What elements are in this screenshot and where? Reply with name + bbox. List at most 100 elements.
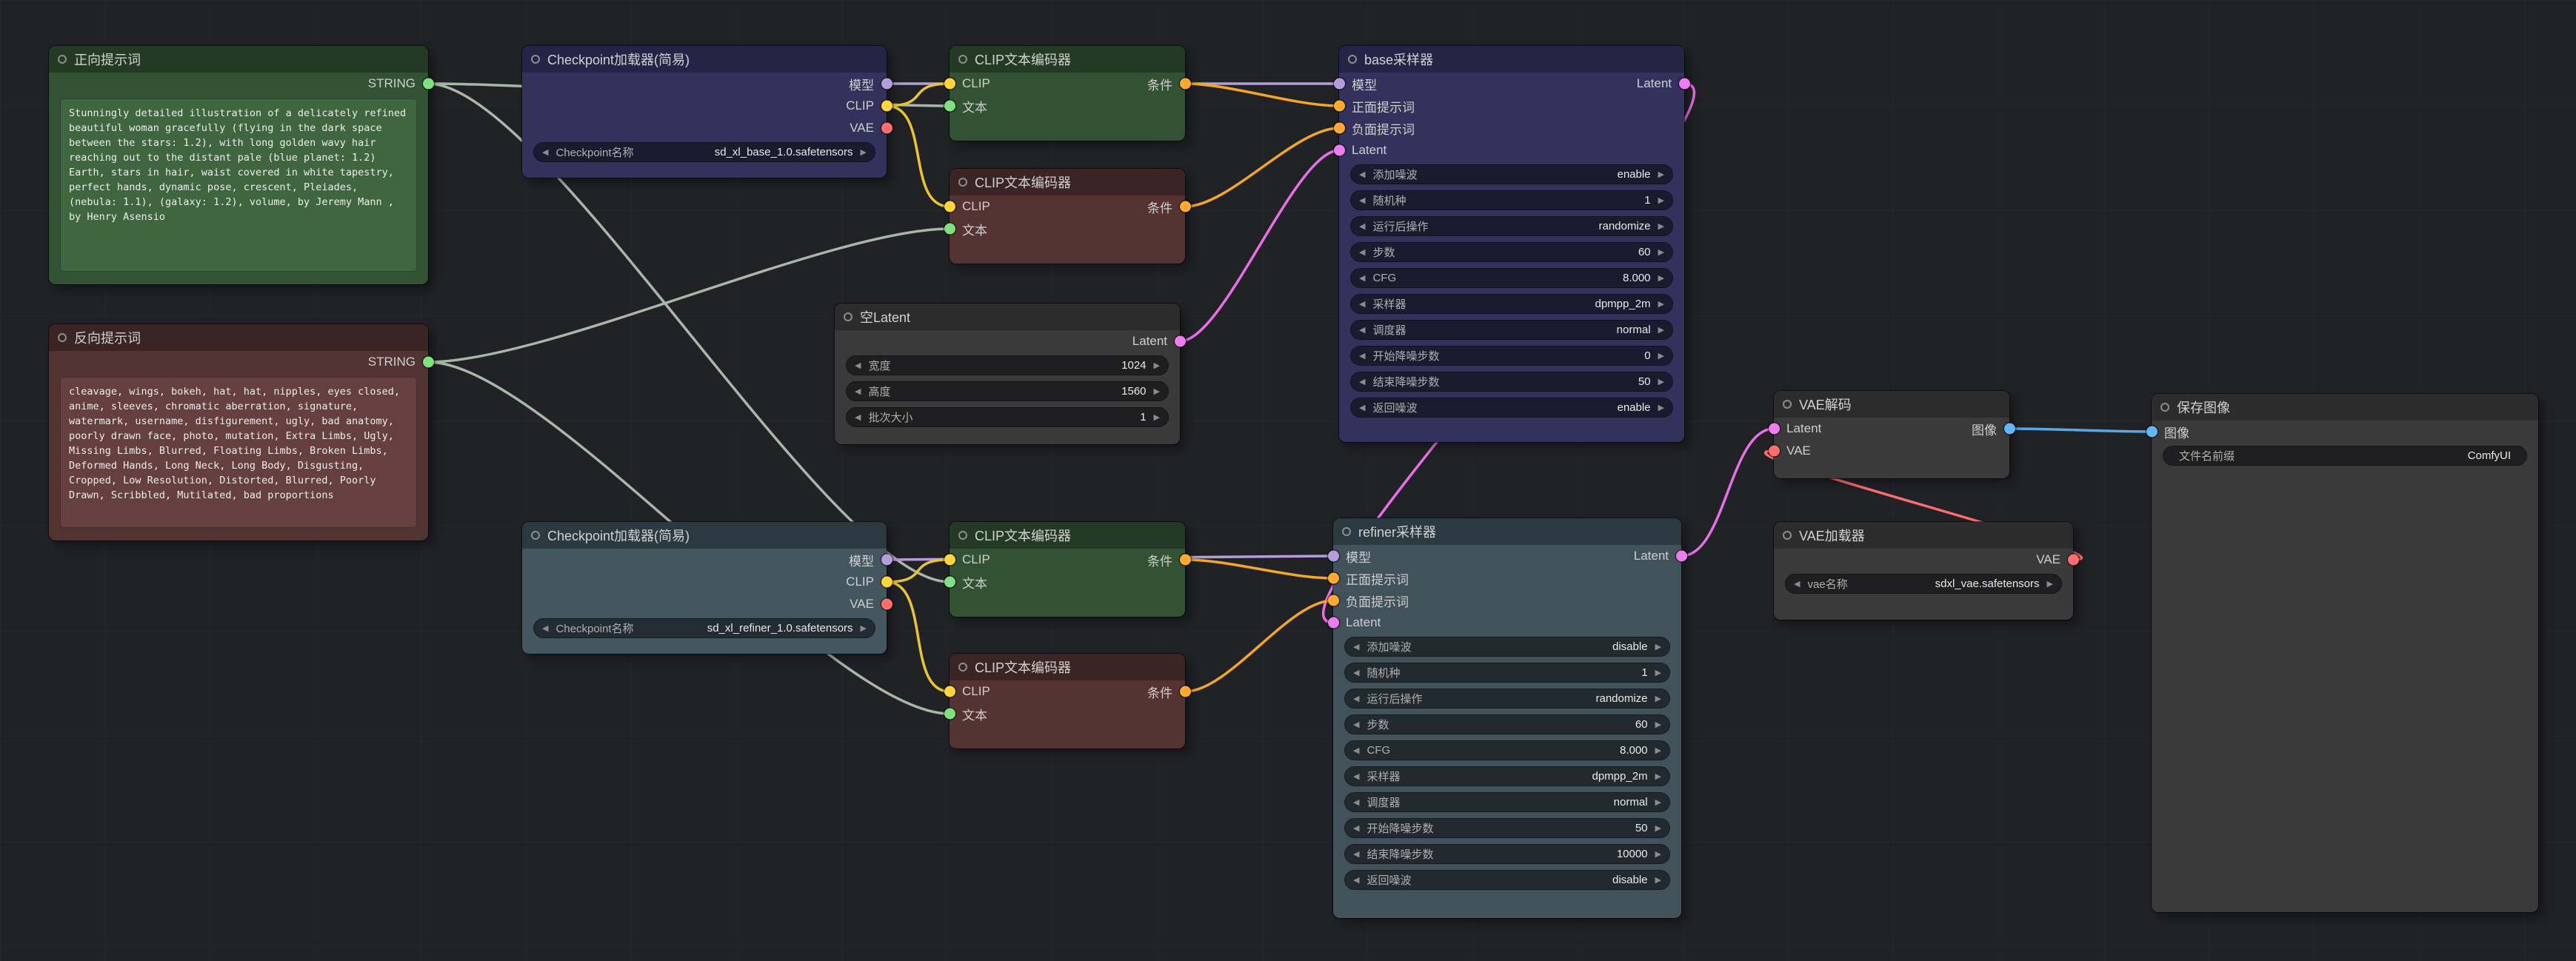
arrow-right-icon[interactable]: ▶	[1655, 876, 1661, 885]
arrow-right-icon[interactable]: ▶	[1658, 352, 1664, 361]
arrow-right-icon[interactable]: ▶	[1655, 746, 1661, 755]
output-port-vae[interactable]	[2067, 554, 2079, 566]
collapse-icon[interactable]	[1783, 400, 1792, 409]
collapse-icon[interactable]	[958, 531, 967, 540]
arrow-left-icon[interactable]: ◀	[1359, 170, 1366, 179]
arrow-right-icon[interactable]: ▶	[1658, 274, 1664, 283]
arrow-right-icon[interactable]: ▶	[1655, 643, 1661, 652]
input-port-clip[interactable]	[944, 78, 955, 90]
output-port-string[interactable]	[422, 78, 434, 90]
collapse-icon[interactable]	[1783, 531, 1792, 540]
output-port-string[interactable]	[422, 356, 434, 368]
output-port-cond[interactable]	[1179, 78, 1191, 90]
input-port-clip[interactable]	[944, 554, 955, 566]
arrow-left-icon[interactable]: ◀	[1359, 196, 1366, 205]
arrow-left-icon[interactable]: ◀	[1359, 248, 1366, 257]
node-header[interactable]: CLIP文本编码器	[950, 654, 1185, 680]
collapse-icon[interactable]	[531, 531, 540, 540]
input-port-model[interactable]	[1333, 78, 1345, 90]
output-port-cond[interactable]	[1179, 686, 1191, 697]
output-port-cond[interactable]	[1179, 201, 1191, 212]
arrow-left-icon[interactable]: ◀	[1353, 643, 1360, 652]
arrow-right-icon[interactable]: ▶	[1658, 378, 1664, 386]
input-port-text[interactable]	[944, 576, 955, 588]
input-port-clip[interactable]	[944, 201, 955, 212]
input-port-model[interactable]	[1327, 550, 1339, 562]
arrow-left-icon[interactable]: ◀	[1353, 798, 1360, 807]
collapse-icon[interactable]	[1342, 527, 1351, 536]
arrow-right-icon[interactable]: ▶	[1658, 300, 1664, 309]
collapse-icon[interactable]	[2160, 403, 2169, 412]
arrow-left-icon[interactable]: ◀	[1353, 746, 1360, 755]
arrow-left-icon[interactable]: ◀	[1359, 378, 1366, 386]
output-port-cond[interactable]	[1179, 554, 1191, 566]
arrow-right-icon[interactable]: ▶	[1658, 170, 1664, 179]
arrow-left-icon[interactable]: ◀	[1359, 404, 1366, 412]
arrow-left-icon[interactable]: ◀	[1353, 720, 1360, 729]
input-port-latent[interactable]	[1327, 617, 1339, 629]
arrow-right-icon[interactable]: ▶	[1655, 694, 1661, 703]
arrow-right-icon[interactable]: ▶	[1658, 326, 1664, 335]
input-port-image[interactable]	[2146, 426, 2158, 438]
input-port-positive[interactable]	[1327, 572, 1339, 584]
output-port-vae[interactable]	[881, 122, 892, 134]
arrow-right-icon[interactable]: ▶	[860, 148, 867, 157]
node-header[interactable]: VAE加载器	[1774, 522, 2073, 549]
prompt-textarea[interactable]: Stunningly detailed illustration of a de…	[60, 98, 417, 272]
arrow-right-icon[interactable]: ▶	[1655, 669, 1661, 677]
input-port-positive[interactable]	[1333, 100, 1345, 112]
input-port-text[interactable]	[944, 708, 955, 720]
output-port-latent[interactable]	[1174, 335, 1186, 347]
prompt-textarea[interactable]: cleavage, wings, bokeh, hat, hat, nipple…	[60, 377, 417, 528]
collapse-icon[interactable]	[958, 178, 967, 187]
collapse-icon[interactable]	[844, 312, 852, 321]
node-header[interactable]: 空Latent	[835, 304, 1180, 330]
arrow-right-icon[interactable]: ▶	[1153, 387, 1160, 396]
output-port-latent_out[interactable]	[1678, 78, 1690, 90]
output-port-clip[interactable]	[881, 576, 892, 588]
arrow-left-icon[interactable]: ◀	[1353, 669, 1360, 677]
arrow-right-icon[interactable]: ▶	[1655, 824, 1661, 833]
arrow-right-icon[interactable]: ▶	[1655, 720, 1661, 729]
collapse-icon[interactable]	[958, 663, 967, 672]
output-port-vae[interactable]	[881, 598, 892, 610]
arrow-left-icon[interactable]: ◀	[855, 413, 861, 422]
collapse-icon[interactable]	[1348, 55, 1357, 64]
collapse-icon[interactable]	[958, 55, 967, 64]
node-header[interactable]: 正向提示词	[49, 46, 428, 73]
arrow-left-icon[interactable]: ◀	[1359, 274, 1366, 283]
arrow-left-icon[interactable]: ◀	[1353, 772, 1360, 781]
arrow-left-icon[interactable]: ◀	[855, 387, 861, 396]
arrow-right-icon[interactable]: ▶	[2046, 580, 2053, 589]
arrow-right-icon[interactable]: ▶	[1153, 361, 1160, 370]
node-header[interactable]: Checkpoint加载器(简易)	[522, 46, 887, 73]
collapse-icon[interactable]	[58, 333, 67, 342]
